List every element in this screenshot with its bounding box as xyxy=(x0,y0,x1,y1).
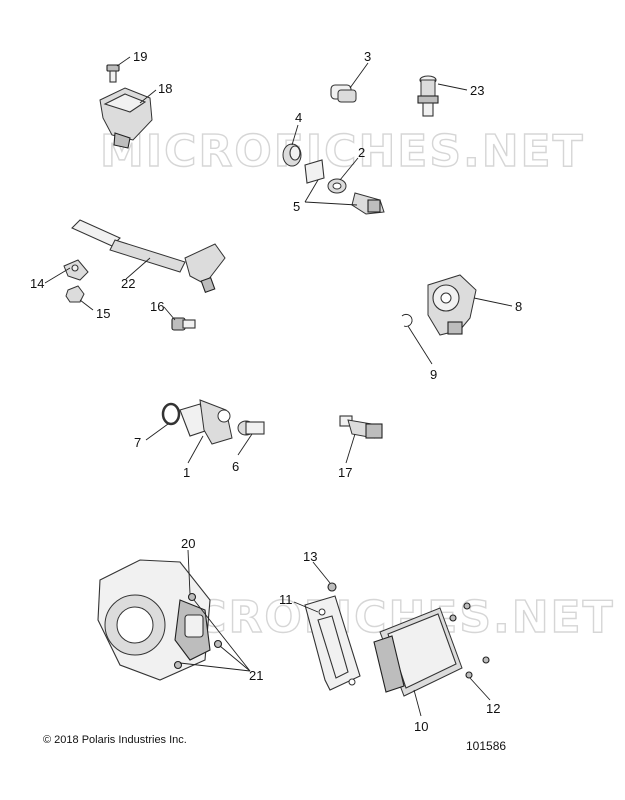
part-3-plug xyxy=(330,84,357,103)
part-18-map-sensor xyxy=(99,87,153,149)
callout-4: 4 xyxy=(295,110,302,125)
callout-9: 9 xyxy=(430,367,437,382)
callout-7: 7 xyxy=(134,435,141,450)
callout-5: 5 xyxy=(293,199,300,214)
callout-13: 13 xyxy=(303,549,317,564)
part-13-screw xyxy=(327,582,337,592)
callout-21: 21 xyxy=(249,668,263,683)
drawing-number: 101586 xyxy=(466,739,507,753)
part-5-bracket xyxy=(304,159,325,184)
part-2-washer xyxy=(327,178,347,194)
callout-19: 19 xyxy=(133,49,147,64)
part-6-pin xyxy=(237,420,265,436)
callout-11: 11 xyxy=(279,592,293,607)
part-14-clip xyxy=(63,259,89,281)
part-22-speed-sensor xyxy=(71,219,226,294)
part-17-temp-sensor xyxy=(339,415,383,439)
callout-12: 12 xyxy=(486,701,500,716)
part-5-temp-sensor xyxy=(351,192,385,215)
part-19-bolt xyxy=(106,64,120,83)
callout-8: 8 xyxy=(515,299,522,314)
part-15-nut xyxy=(65,285,85,303)
callout-22: 22 xyxy=(121,276,135,291)
part-16-bolt xyxy=(171,317,196,331)
callout-16: 16 xyxy=(150,299,164,314)
callout-10: 10 xyxy=(414,719,428,734)
part-10-ecu xyxy=(373,607,463,697)
callout-15: 15 xyxy=(96,306,110,321)
callout-14: 14 xyxy=(30,276,44,291)
callout-1: 1 xyxy=(183,465,190,480)
callout-2: 2 xyxy=(358,145,365,160)
leader-lines xyxy=(44,56,513,717)
callout-6: 6 xyxy=(232,459,239,474)
callout-17: 17 xyxy=(338,465,352,480)
part-11-bracket xyxy=(304,595,361,691)
part-12-screws xyxy=(449,602,490,679)
part-7-o-ring xyxy=(161,402,181,426)
part-8-knock-sensor xyxy=(427,274,477,336)
callout-23: 23 xyxy=(470,83,484,98)
callout-3: 3 xyxy=(364,49,371,64)
part-23-pressure-sensor xyxy=(417,75,439,117)
copyright-notice: © 2018 Polaris Industries Inc. xyxy=(43,734,187,746)
watermark-top: MICROFICHES.NET xyxy=(100,126,585,177)
part-4-cap xyxy=(282,143,302,167)
part-9-clip-ring xyxy=(401,313,413,327)
part-20-throttle-body xyxy=(97,559,211,681)
callout-20: 20 xyxy=(181,536,195,551)
part-21-screws xyxy=(173,592,223,670)
callouts: 19 18 3 23 4 2 5 14 22 15 16 8 9 7 1 6 1… xyxy=(30,49,522,734)
callout-18: 18 xyxy=(158,81,172,96)
part-1-cam-sensor xyxy=(179,399,233,445)
